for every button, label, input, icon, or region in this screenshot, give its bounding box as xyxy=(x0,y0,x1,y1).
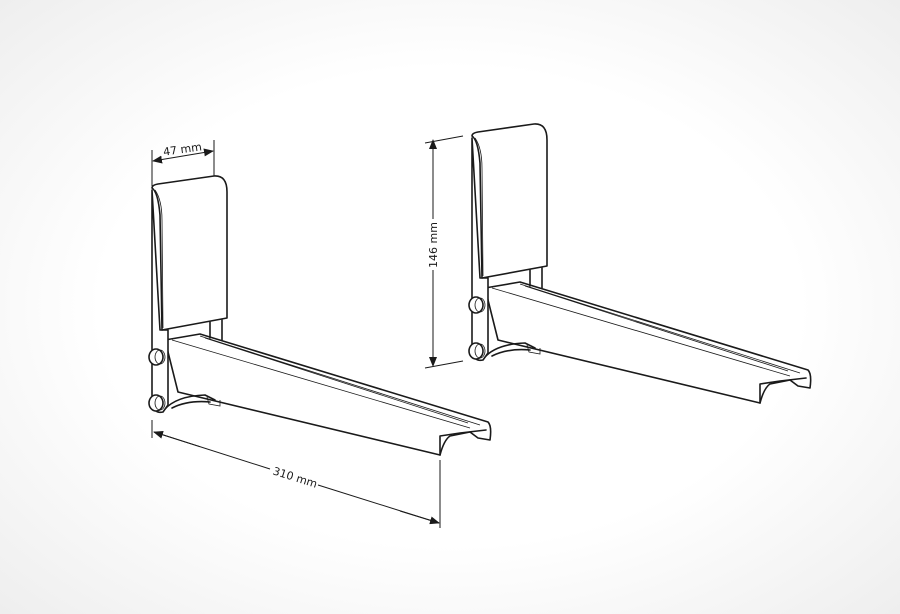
left-bracket xyxy=(148,175,492,456)
right-bracket xyxy=(468,123,812,404)
width-dimension: 47 mm xyxy=(151,140,215,186)
width-label: 47 mm xyxy=(162,140,202,158)
length-label: 310 mm xyxy=(271,465,319,491)
height-label: 146 mm xyxy=(427,222,440,268)
height-dimension: 146 mm xyxy=(424,135,464,369)
